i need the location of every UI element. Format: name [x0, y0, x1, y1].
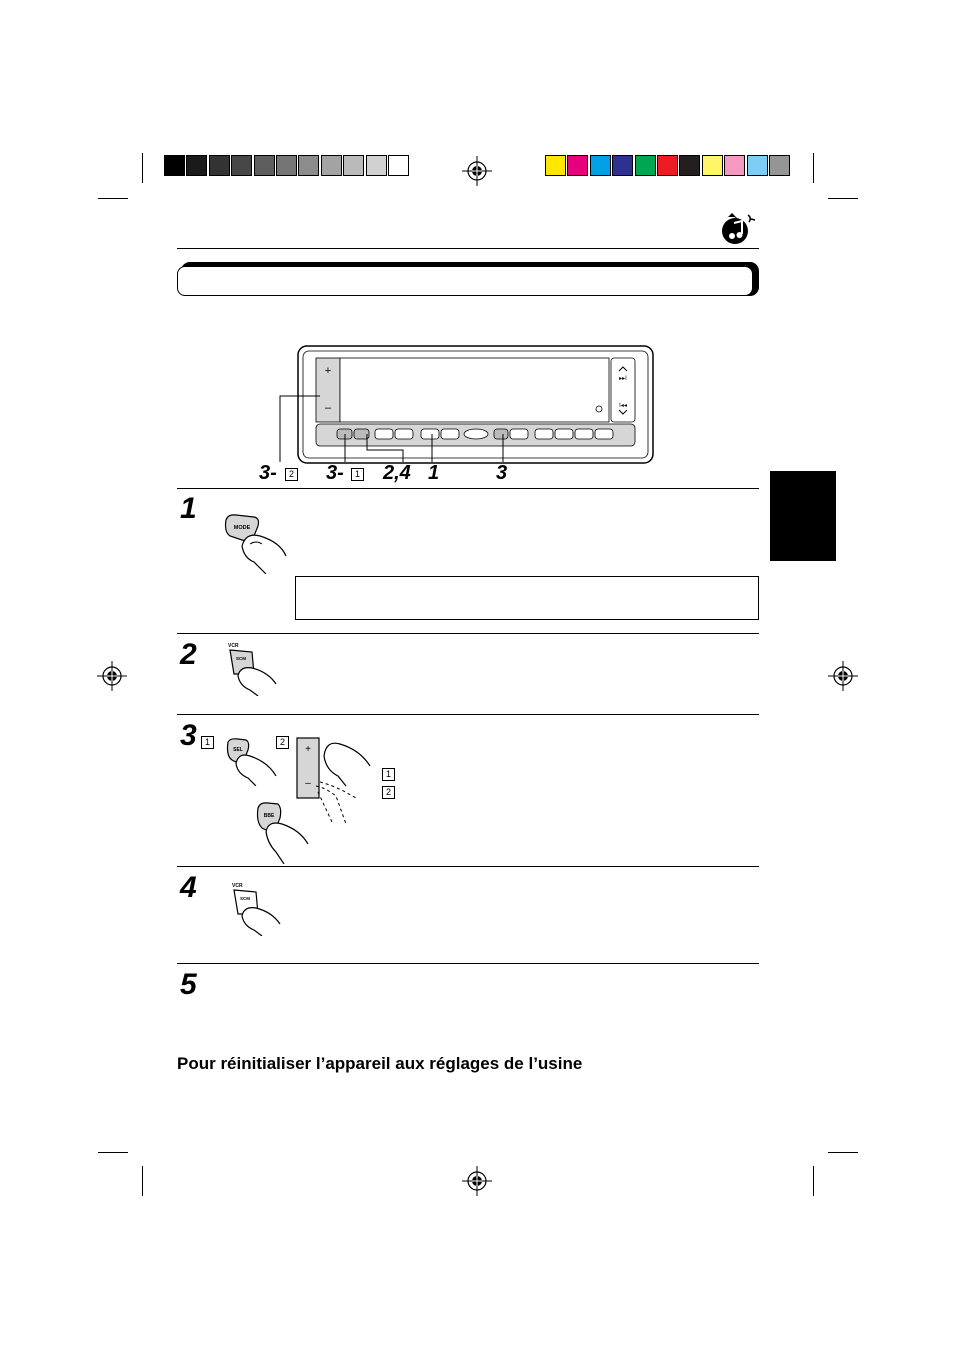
color-swatch: [589, 155, 611, 176]
crop-mark: [813, 153, 814, 183]
control-panel-illustration: + – ▸▸I I◂◂: [297, 345, 654, 464]
callout-box-number: 2: [285, 468, 298, 481]
callout-label-2-4: 2,4: [383, 462, 411, 484]
color-swatch: [567, 155, 589, 176]
gray-swatch: [320, 155, 342, 176]
gray-swatch: [231, 155, 253, 176]
svg-text:I◂◂: I◂◂: [619, 403, 627, 409]
callout-label-3: 3: [496, 462, 508, 484]
registration-target-icon: [97, 661, 127, 691]
gray-swatch: [365, 155, 387, 176]
minus-label: –: [305, 778, 311, 789]
crop-mark: [813, 1166, 814, 1196]
svg-text:–: –: [325, 402, 332, 414]
header-rule: [177, 248, 759, 249]
gray-swatch: [253, 155, 275, 176]
step-number: 1: [180, 492, 197, 525]
mode-button-label: MODE: [234, 525, 251, 531]
scm-label: SCM: [240, 896, 250, 901]
crop-mark: [142, 153, 143, 183]
vcr-label: VCR: [228, 643, 239, 649]
bbe-label: BBE: [264, 813, 275, 819]
music-note-icon: [722, 213, 756, 244]
callout-lines: [279, 395, 504, 462]
step-3-sub-box-2: 2: [276, 736, 289, 749]
finger-press-bbe-button-illustration: BBE: [256, 802, 309, 864]
gray-swatch: [276, 155, 297, 176]
language-tab: [770, 471, 836, 561]
color-swatch: [612, 155, 634, 176]
color-swatch: [657, 155, 678, 176]
scm-label: SCM: [236, 656, 246, 661]
step-3-list-box-2: 2: [382, 786, 395, 799]
finger-press-mode-button-illustration: MODE: [224, 514, 287, 574]
registration-target-icon: [828, 661, 858, 691]
vcr-label: VCR: [232, 883, 243, 889]
step-3-list-box-1: 1: [382, 768, 395, 781]
callout-label-3-2: 3-: [259, 462, 277, 484]
step-divider: [177, 633, 759, 634]
registration-target-icon: [462, 1166, 492, 1196]
crop-mark: [142, 1166, 143, 1196]
finger-press-scm-button-illustration: VCR SCM: [232, 883, 281, 936]
section-title-box: [177, 266, 753, 296]
gray-swatch: [186, 155, 208, 176]
step-divider: [177, 963, 759, 964]
gray-swatch: [164, 155, 185, 176]
finger-press-plus-minus-illustration: + –: [296, 737, 371, 825]
gray-swatch: [343, 155, 365, 176]
factory-reset-heading: Pour réinitialiser l’appareil aux réglag…: [177, 1054, 583, 1073]
crop-mark: [828, 198, 858, 199]
callout-box-number: 1: [351, 468, 364, 481]
color-swatch: [724, 155, 746, 176]
color-swatch: [701, 155, 723, 176]
svg-text:+: +: [325, 365, 331, 377]
step-number: 2: [180, 638, 197, 671]
step-1-note-box: [295, 576, 759, 620]
step-divider: [177, 714, 759, 715]
step-divider: [177, 488, 759, 489]
step-number: 4: [180, 871, 197, 904]
svg-text:▸▸I: ▸▸I: [619, 376, 627, 382]
gray-swatch: [298, 155, 320, 176]
step-3-sub-box-1: 1: [201, 736, 214, 749]
color-swatch: [634, 155, 656, 176]
plus-label: +: [305, 744, 311, 755]
step-number: 5: [180, 968, 197, 1001]
color-swatch: [769, 155, 790, 176]
sel-label: SEL: [233, 747, 243, 753]
color-swatch: [545, 155, 566, 176]
crop-mark: [98, 1152, 128, 1153]
step-divider: [177, 866, 759, 867]
gray-swatch: [388, 155, 409, 176]
callout-label-3-1: 3-: [326, 462, 344, 484]
color-swatch: [679, 155, 701, 176]
finger-press-sel-button-illustration: SEL: [226, 738, 277, 786]
color-swatch: [746, 155, 768, 176]
crop-mark: [828, 1152, 858, 1153]
step-number: 3: [180, 719, 197, 752]
gray-swatch: [208, 155, 230, 176]
registration-target-icon: [462, 156, 492, 186]
callout-label-1: 1: [428, 462, 440, 484]
crop-mark: [98, 198, 128, 199]
finger-press-scm-button-illustration: VCR SCM: [228, 643, 277, 696]
